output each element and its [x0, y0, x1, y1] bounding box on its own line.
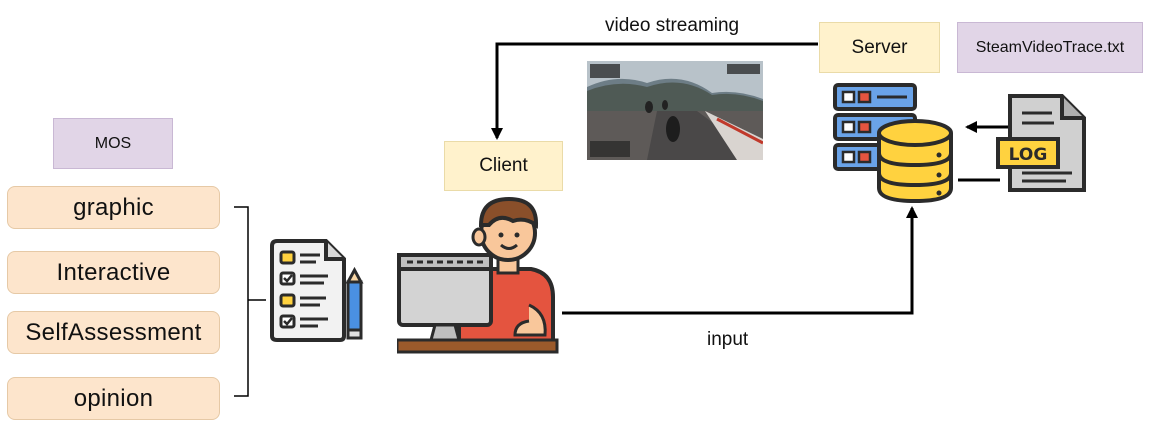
server-label: Server: [851, 36, 908, 58]
mos-item-label: opinion: [73, 384, 154, 412]
mos-item-selfassessment: SelfAssessment: [7, 311, 220, 354]
input-edge: [562, 206, 918, 315]
server-node: Server: [819, 22, 940, 73]
mos-bracket: [234, 206, 266, 397]
mos-title: MOS: [53, 118, 173, 169]
log-badge-text: LOG: [1009, 145, 1048, 165]
video-streaming-label: video streaming: [605, 15, 740, 36]
video-streaming-edge: [491, 42, 818, 140]
user-at-computer-icon: [397, 196, 559, 354]
mos-item-label: SelfAssessment: [25, 318, 202, 346]
game-screenshot-thumbnail: [587, 61, 763, 160]
mos-title-text: MOS: [94, 134, 132, 152]
questionnaire-icon: [270, 239, 364, 342]
trace-file-node: SteamVideoTrace.txt: [957, 22, 1143, 73]
client-node: Client: [444, 141, 563, 191]
log-file-icon: LOG: [996, 94, 1086, 192]
input-label: input: [707, 329, 749, 350]
mos-item-interactive: Interactive: [7, 251, 220, 294]
server-database-icon: [833, 83, 953, 204]
mos-item-graphic: graphic: [7, 186, 220, 229]
mos-item-label: graphic: [73, 193, 154, 221]
mos-item-label: Interactive: [56, 258, 171, 286]
client-label: Client: [479, 155, 528, 176]
trace-file-label: SteamVideoTrace.txt: [975, 38, 1125, 56]
mos-item-opinion: opinion: [7, 377, 220, 420]
